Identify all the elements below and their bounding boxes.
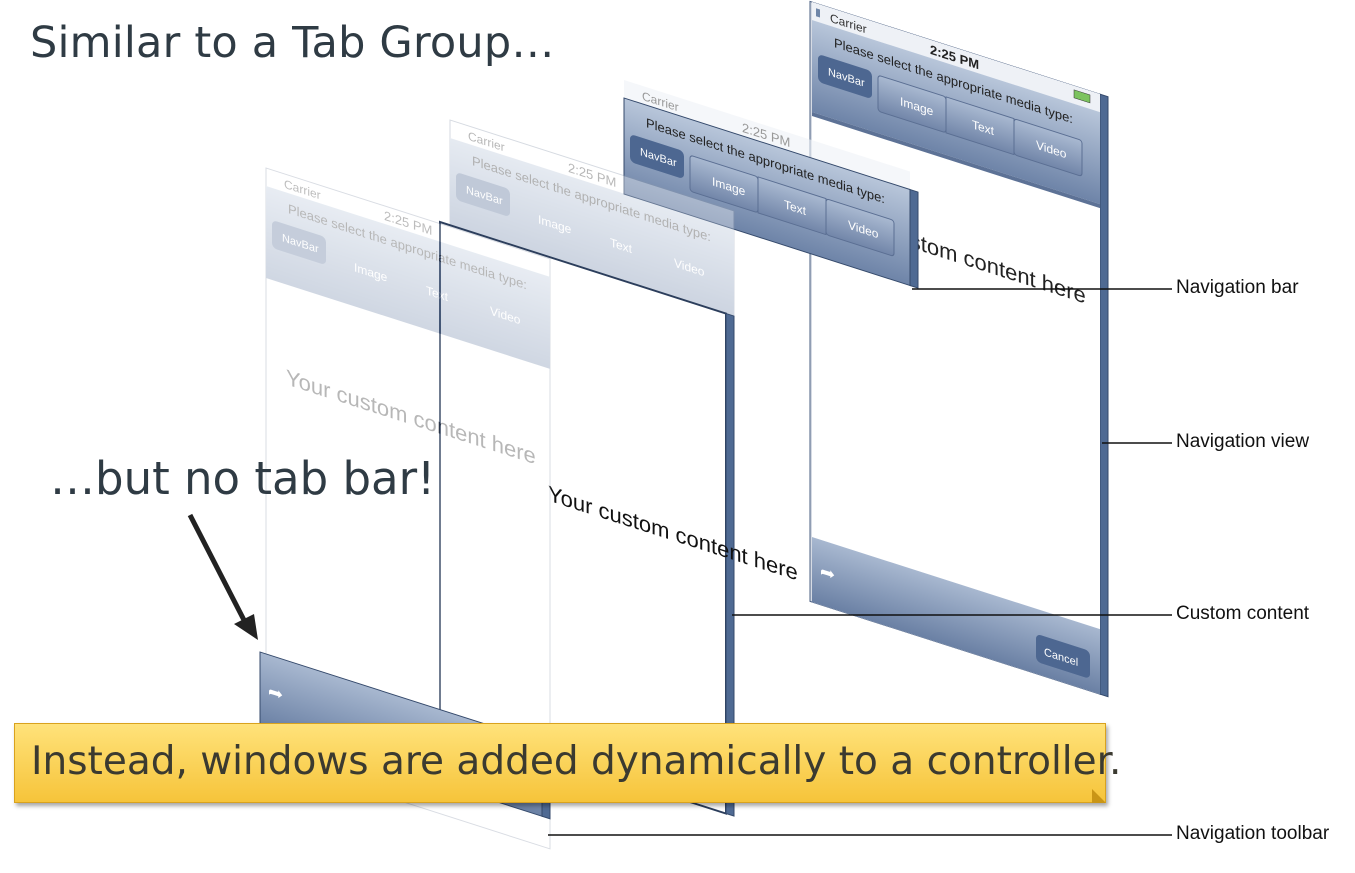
callout-text: Instead, windows are added dynamically t… (31, 739, 1122, 784)
navigation-bar-layer: Carrier 2:25 PM Please select the approp… (623, 80, 919, 289)
label-custom-content: Custom content (1176, 603, 1310, 624)
label-navigation-view: Navigation view (1176, 431, 1310, 452)
slide-title: Similar to a Tab Group… (30, 18, 555, 68)
share-icon: ➦ (820, 560, 835, 585)
label-navigation-bar: Navigation bar (1176, 277, 1299, 298)
pointer-arrow-shaft (187, 513, 249, 626)
callout-box: Instead, windows are added dynamically t… (14, 723, 1121, 803)
slide-subtitle: …but no tab bar! (50, 452, 436, 505)
phone-screen-4: Carrier 2:25 PM Please select the approp… (809, 0, 1109, 698)
share-icon: ➦ (268, 680, 283, 705)
label-navigation-toolbar: Navigation toolbar (1176, 823, 1330, 844)
pointer-arrowhead (234, 614, 258, 640)
callout-fold (1092, 789, 1106, 803)
